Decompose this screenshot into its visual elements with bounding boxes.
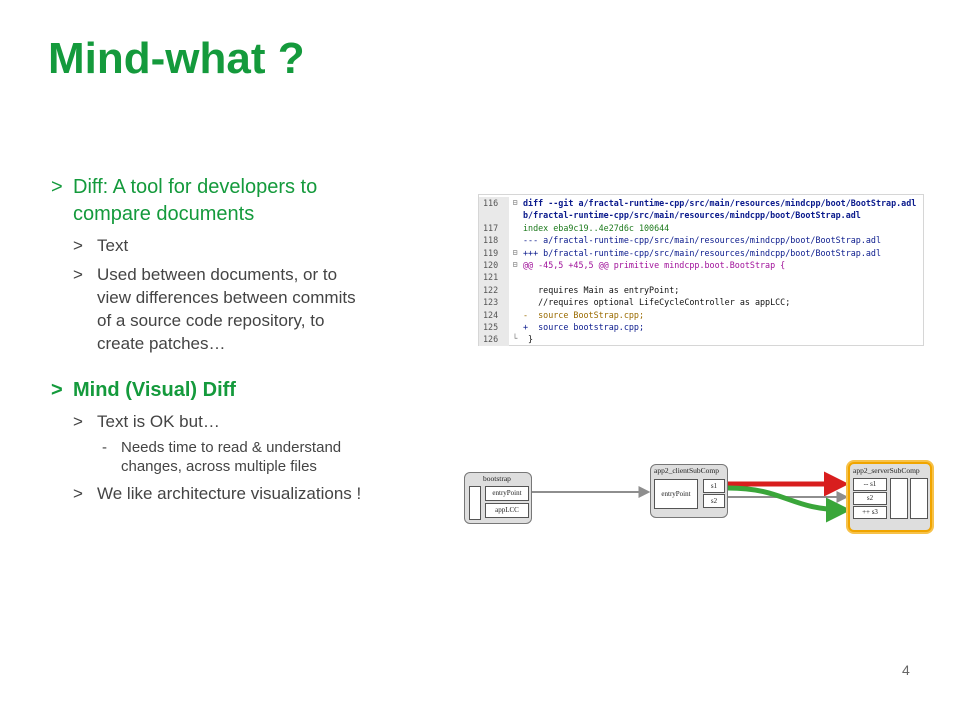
server-s2-port: s2 [853,492,887,505]
sub-bullet-marker: > [73,412,83,431]
code-line: 119⊟ +++ b/fractal-runtime-cpp/src/main/r… [479,246,923,259]
component-app2-client: app2_clientSubComp entryPoint s1 s2 [650,464,728,518]
server-inner-box-a [890,478,908,519]
sub-bullet-used-between: > Used between documents, or to view dif… [48,263,448,355]
fold-marker-icon: ⊟ [512,198,518,207]
component-app2-server: app2_serverSubComp -- s1 s2 ++ s3 [848,462,932,532]
component-server-title: app2_serverSubComp [853,466,920,475]
fold-marker-icon: └ [512,334,518,344]
line-number: 124 [479,308,509,321]
fold-marker-icon [510,309,520,321]
sub-bullet-architecture: > We like architecture visualizations ! [48,482,448,505]
code-text: } [523,334,534,345]
code-line: 117 index eba9c19..4e27d6c 100644 [479,221,923,235]
sub-bullet-used-line-4: create patches… [97,334,226,353]
code-line: 116⊟ diff --git a/fractal-runtime-cpp/src… [479,197,923,210]
client-s1-port: s1 [703,479,725,493]
client-s2-port: s2 [703,494,725,508]
code-text: @@ -45,5 +45,5 @@ primitive mindcpp.boot… [523,260,786,270]
fold-marker-icon [510,271,520,283]
slide-title: Mind-what ? [48,34,305,83]
fold-marker-icon [510,234,520,246]
code-text: - source BootStrap.cpp; [523,309,645,320]
fold-marker-icon: ⊟ [512,260,518,269]
spacer [48,355,448,377]
fold-marker-icon [510,222,520,234]
component-client-title: app2_clientSubComp [654,466,719,475]
code-line: b/fractal-runtime-cpp/src/main/resources… [479,209,923,222]
code-text: +++ b/fractal-runtime-cpp/src/main/resou… [523,247,881,258]
bootstrap-inner-box [469,486,481,520]
architecture-diagram: bootstrap entryPoint appLCC app2_clientS… [460,460,936,540]
page-number: 4 [902,662,910,678]
needs-time-line-2: changes, across multiple files [121,458,317,475]
line-number: 123 [479,296,509,309]
bootstrap-applcc-port: appLCC [485,503,529,518]
sub-bullet-used-line-2: view differences between commits [97,288,356,307]
bullet-mind-visual-diff-label: Mind (Visual) Diff [73,379,236,401]
code-text: requires Main as entryPoint; [523,284,680,295]
sub-bullet-used-line-3: of a source code repository, to [97,311,325,330]
connector-layer [530,471,851,523]
sub-sub-bullet-needs-time: - Needs time to read & understand change… [48,438,448,476]
line-number: 117 [479,221,509,235]
server-s3-port: ++ s3 [853,506,887,519]
code-text: index eba9c19..4e27d6c 100644 [523,222,670,233]
bullet-marker: > [51,379,63,401]
code-line: 120⊟ @@ -45,5 +45,5 @@ primitive mindcpp.… [479,259,923,272]
line-number: 122 [479,283,509,297]
fold-marker-icon [510,209,520,221]
sub-bullet-marker: > [73,236,83,255]
line-number: 125 [479,321,509,334]
bullet-list: > Diff: A tool for developers to compare… [48,174,448,505]
line-number [479,209,509,222]
fold-marker-icon [510,296,520,308]
code-text: b/fractal-runtime-cpp/src/main/resources… [523,210,861,221]
code-line: 121 [479,271,923,284]
sub-bullet-architecture-label: We like architecture visualizations ! [97,484,362,503]
sub-sub-bullet-marker: - [102,439,107,456]
sub-bullet-text-label: Text [97,236,129,255]
line-number: 120 [479,259,509,272]
code-text: --- a/fractal-runtime-cpp/src/main/resou… [523,235,881,246]
component-bootstrap-title: bootstrap [483,474,511,483]
code-line: 123 //requires optional LifeCycleControl… [479,296,923,309]
sub-bullet-marker: > [73,484,83,503]
code-text: //requires optional LifeCycleController … [523,297,791,308]
bootstrap-entrypoint-port: entryPoint [485,486,529,501]
code-line: 125 + source bootstrap.cpp; [479,321,923,334]
fold-marker-icon: ⊟ [512,247,518,257]
sub-bullet-text-ok: > Text is OK but… [48,410,448,433]
bullet-diff: > Diff: A tool for developers to compare… [48,174,448,228]
component-bootstrap: bootstrap entryPoint appLCC [464,472,532,524]
client-entrypoint-port: entryPoint [654,479,698,509]
bullet-mind-visual-diff: > Mind (Visual) Diff [48,377,448,404]
needs-time-line-1: Needs time to read & understand [121,439,342,456]
bullet-diff-line-1: Diff: A tool for developers to [73,176,318,198]
binding-s3-added [727,485,851,523]
code-text: + source bootstrap.cpp; [523,322,645,332]
sub-bullet-text: > Text [48,234,448,257]
line-number: 116 [479,197,509,210]
line-number: 121 [479,271,509,284]
sub-bullet-marker: > [73,265,83,284]
bullet-diff-line-2: compare documents [73,203,255,225]
fold-marker-icon [510,284,520,296]
sub-bullet-used-line-1: Used between documents, or to [97,265,338,284]
code-text: diff --git a/fractal-runtime-cpp/src/mai… [523,198,917,208]
line-number: 126 [479,333,509,346]
code-diff-screenshot: 116⊟diff --git a/fractal-runtime-cpp/src… [478,194,924,346]
line-number: 118 [479,234,509,247]
server-s1-port: -- s1 [853,478,887,491]
server-inner-box-b [910,478,928,519]
sub-bullet-text-ok-label: Text is OK but… [97,412,220,431]
code-line: 122 requires Main as entryPoint; [479,283,923,297]
code-line: 126└ } [479,333,923,346]
code-line: 118 --- a/fractal-runtime-cpp/src/main/re… [479,234,923,247]
fold-marker-icon [510,321,520,333]
code-line: 124 - source BootStrap.cpp; [479,308,923,321]
line-number: 119 [479,246,509,259]
bullet-marker: > [51,176,63,198]
